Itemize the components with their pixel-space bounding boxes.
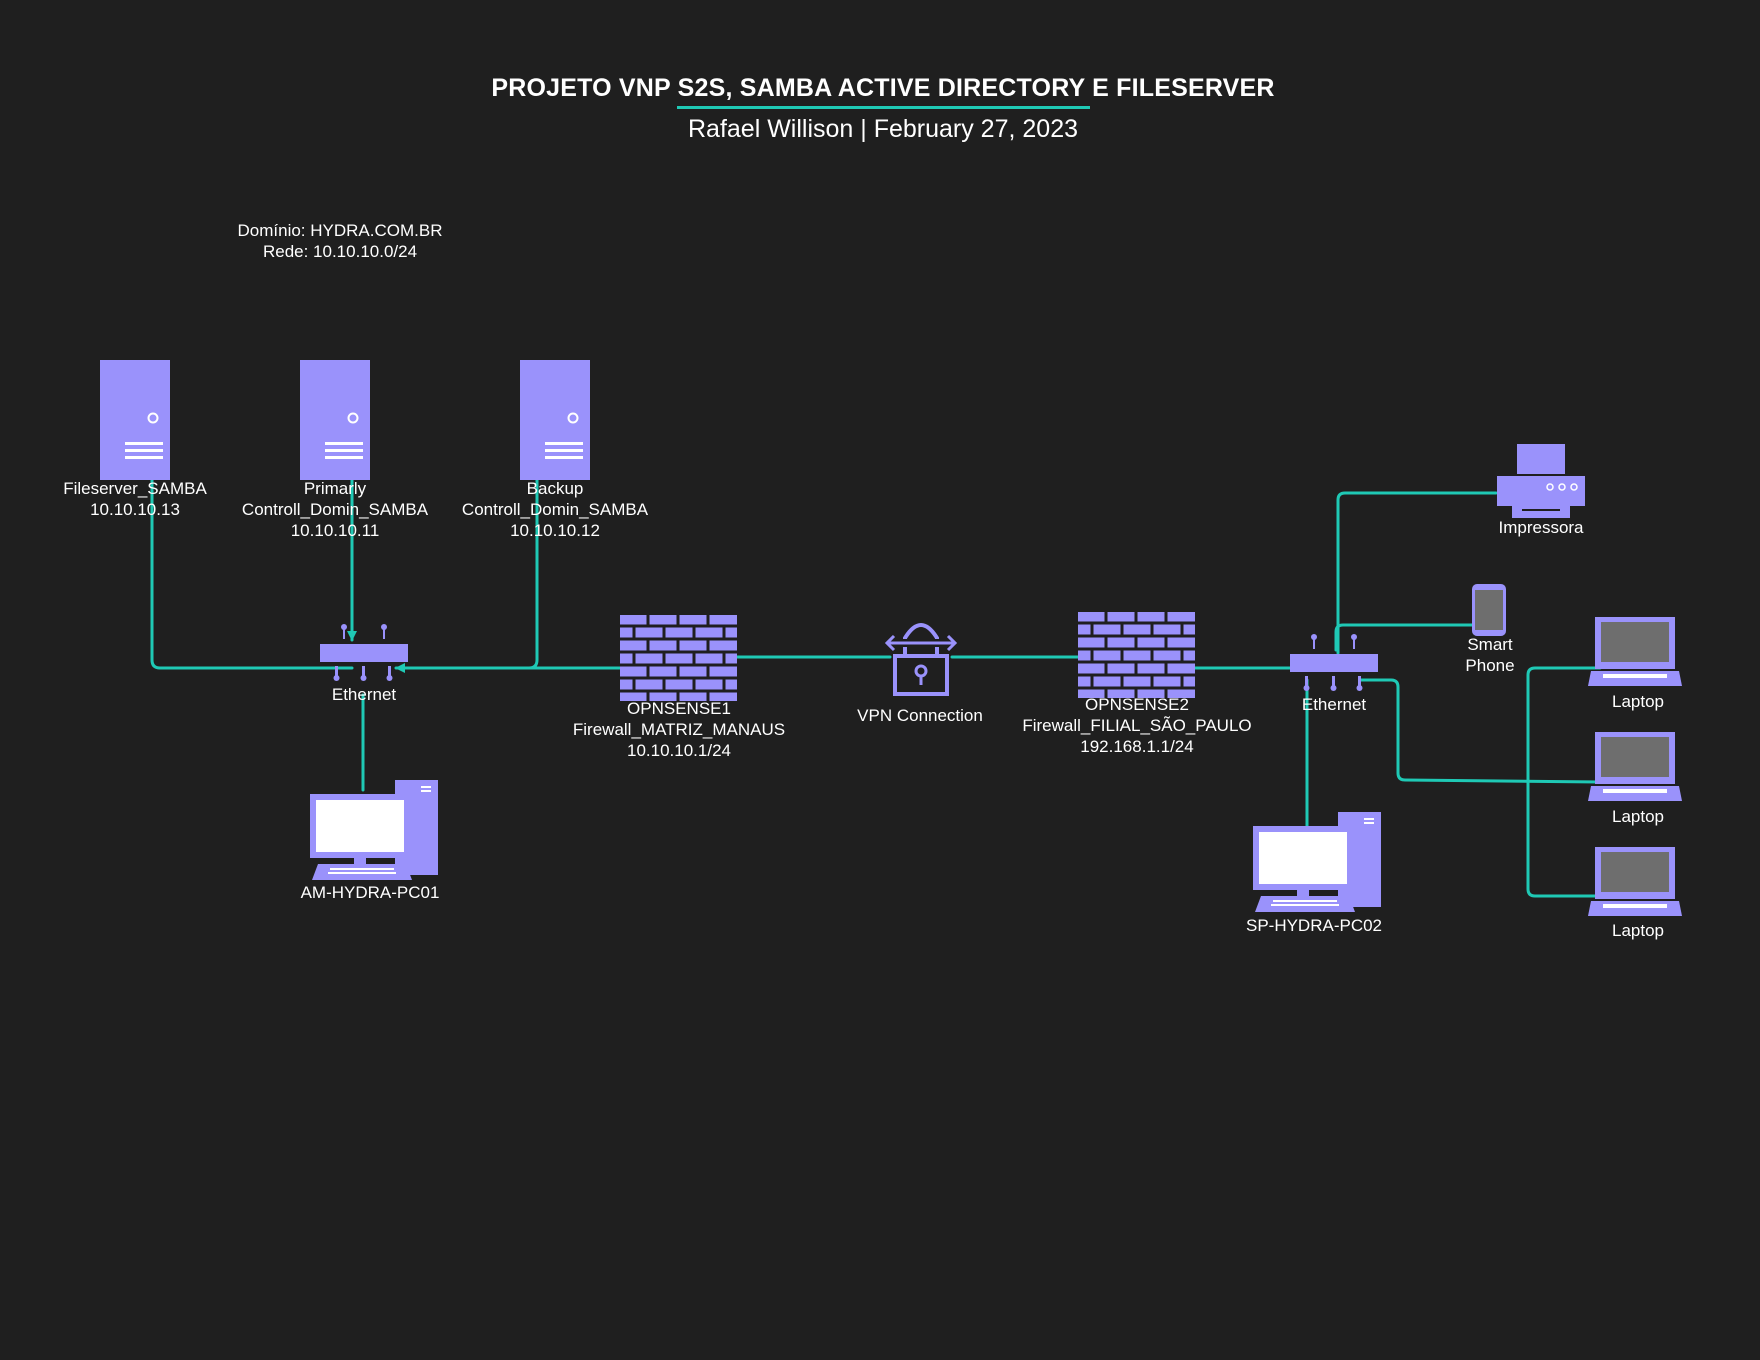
desktop-computer-icon[interactable] bbox=[310, 780, 438, 880]
ethernet-switch-icon[interactable] bbox=[320, 624, 408, 681]
laptop3-label: Laptop bbox=[1612, 921, 1664, 940]
domain-info: Domínio: HYDRA.COM.BR Rede: 10.10.10.0/2… bbox=[238, 220, 443, 262]
printer-icon[interactable] bbox=[1497, 444, 1585, 518]
smartphone-icon[interactable] bbox=[1472, 584, 1506, 636]
laptop-icon[interactable] bbox=[1588, 847, 1682, 916]
firewall2-label: OPNSENSE2 Firewall_FILIAL_SÃO_PAULO 192.… bbox=[1022, 695, 1252, 756]
page-subtitle: Rafael Willison | February 27, 2023 bbox=[687, 115, 1078, 143]
firewall-icon[interactable] bbox=[620, 615, 737, 701]
link-switch-laptop2 bbox=[1358, 678, 1602, 784]
phone-label: Smart Phone bbox=[1465, 635, 1515, 675]
page-title: PROJETO VNP S2S, SAMBA ACTIVE DIRECTORY … bbox=[491, 74, 1275, 102]
server-icon[interactable] bbox=[100, 360, 170, 480]
server-icon[interactable] bbox=[520, 360, 590, 480]
laptop1-label: Laptop bbox=[1612, 692, 1664, 711]
switch-left-label: Ethernet bbox=[331, 685, 397, 704]
link-switch-printer bbox=[1336, 491, 1498, 655]
title-underline bbox=[677, 106, 1090, 109]
backup-dc-label: Backup Controll_Domin_SAMBA 10.10.10.12 bbox=[461, 479, 649, 540]
connection-lines bbox=[150, 468, 1602, 898]
firewall1-label: OPNSENSE1 Firewall_MATRIZ_MANAUS 10.10.1… bbox=[572, 699, 786, 760]
fileserver-label: Fileserver_SAMBA 10.10.10.13 bbox=[63, 479, 207, 519]
pc02-label: SP-HYDRA-PC02 bbox=[1245, 916, 1383, 935]
domain-name-text: Domínio: HYDRA.COM.BR bbox=[237, 221, 443, 240]
link-switch-laptop3 bbox=[1526, 777, 1602, 898]
printer-label: Impressora bbox=[1498, 518, 1584, 537]
laptop2-label: Laptop bbox=[1612, 807, 1664, 826]
network-range-text: Rede: 10.10.10.0/24 bbox=[262, 242, 418, 261]
link-fileserver-switch bbox=[150, 468, 354, 670]
vpn-label: VPN Connection bbox=[857, 706, 983, 725]
pc01-label: AM-HYDRA-PC01 bbox=[300, 883, 440, 902]
server-icon[interactable] bbox=[300, 360, 370, 480]
firewall-icon[interactable] bbox=[1078, 612, 1195, 698]
vpn-lock-icon[interactable] bbox=[884, 623, 958, 696]
switch-right-label: Ethernet bbox=[1301, 695, 1367, 714]
link-switch-laptop1 bbox=[1526, 666, 1602, 781]
ethernet-switch-icon[interactable] bbox=[1290, 634, 1378, 691]
link-switch-phone bbox=[1334, 623, 1476, 652]
laptop-icon[interactable] bbox=[1588, 732, 1682, 801]
desktop-computer-icon[interactable] bbox=[1253, 812, 1381, 912]
primary-dc-label: Primarly Controll_Domin_SAMBA 10.10.10.1… bbox=[241, 479, 429, 540]
laptop-icon[interactable] bbox=[1588, 617, 1682, 686]
